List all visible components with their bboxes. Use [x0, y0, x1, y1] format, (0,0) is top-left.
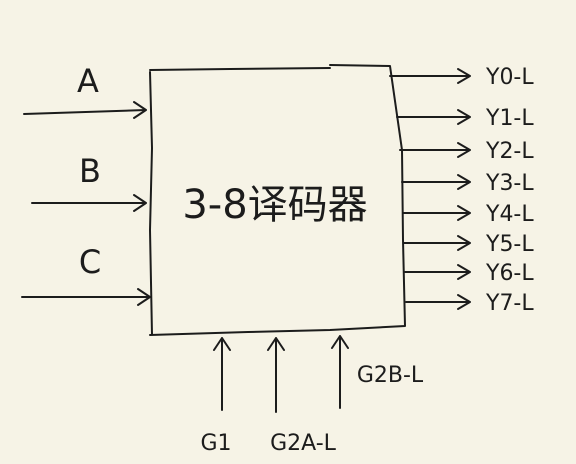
input-arrow-a — [23, 101, 147, 119]
output-arrow-6 — [404, 264, 471, 280]
output-arrow-2 — [399, 142, 471, 158]
input-arrow-c — [21, 288, 151, 306]
input-arrows — [21, 101, 151, 306]
output-label-1: Y1-L — [485, 106, 534, 131]
output-label-6: Y6-L — [485, 261, 534, 286]
output-arrow-0 — [389, 68, 471, 84]
decoder-block — [149, 64, 406, 336]
enable-arrow-g1 — [213, 337, 231, 411]
output-label-3: Y3-L — [485, 171, 534, 196]
input-label-a: A — [77, 62, 99, 100]
output-arrow-5 — [403, 235, 471, 251]
enable-arrow-g2a — [267, 337, 285, 413]
output-lines: Y0-L Y1-L Y2-L Y3-L Y4-L Y5-L Y6-L Y7-L — [389, 65, 534, 316]
decoder-title: 3-8译码器 — [182, 182, 367, 228]
output-arrow-4 — [402, 205, 471, 221]
enable-label-g2b: G2B-L — [357, 363, 424, 388]
output-label-2: Y2-L — [485, 139, 534, 164]
output-label-0: Y0-L — [485, 65, 534, 90]
input-label-c: C — [79, 243, 101, 281]
enable-arrow-g2b — [331, 335, 349, 409]
output-label-4: Y4-L — [485, 202, 534, 227]
enable-arrows — [213, 335, 349, 413]
output-arrow-7 — [405, 294, 471, 310]
output-label-7: Y7-L — [485, 291, 534, 316]
output-label-5: Y5-L — [485, 232, 534, 257]
enable-label-g2a: G2A-L — [270, 431, 337, 456]
input-arrow-b — [31, 194, 147, 212]
input-label-b: B — [79, 152, 101, 190]
output-arrow-3 — [401, 174, 471, 190]
output-arrow-1 — [396, 109, 471, 125]
enable-label-g1: G1 — [200, 431, 231, 456]
